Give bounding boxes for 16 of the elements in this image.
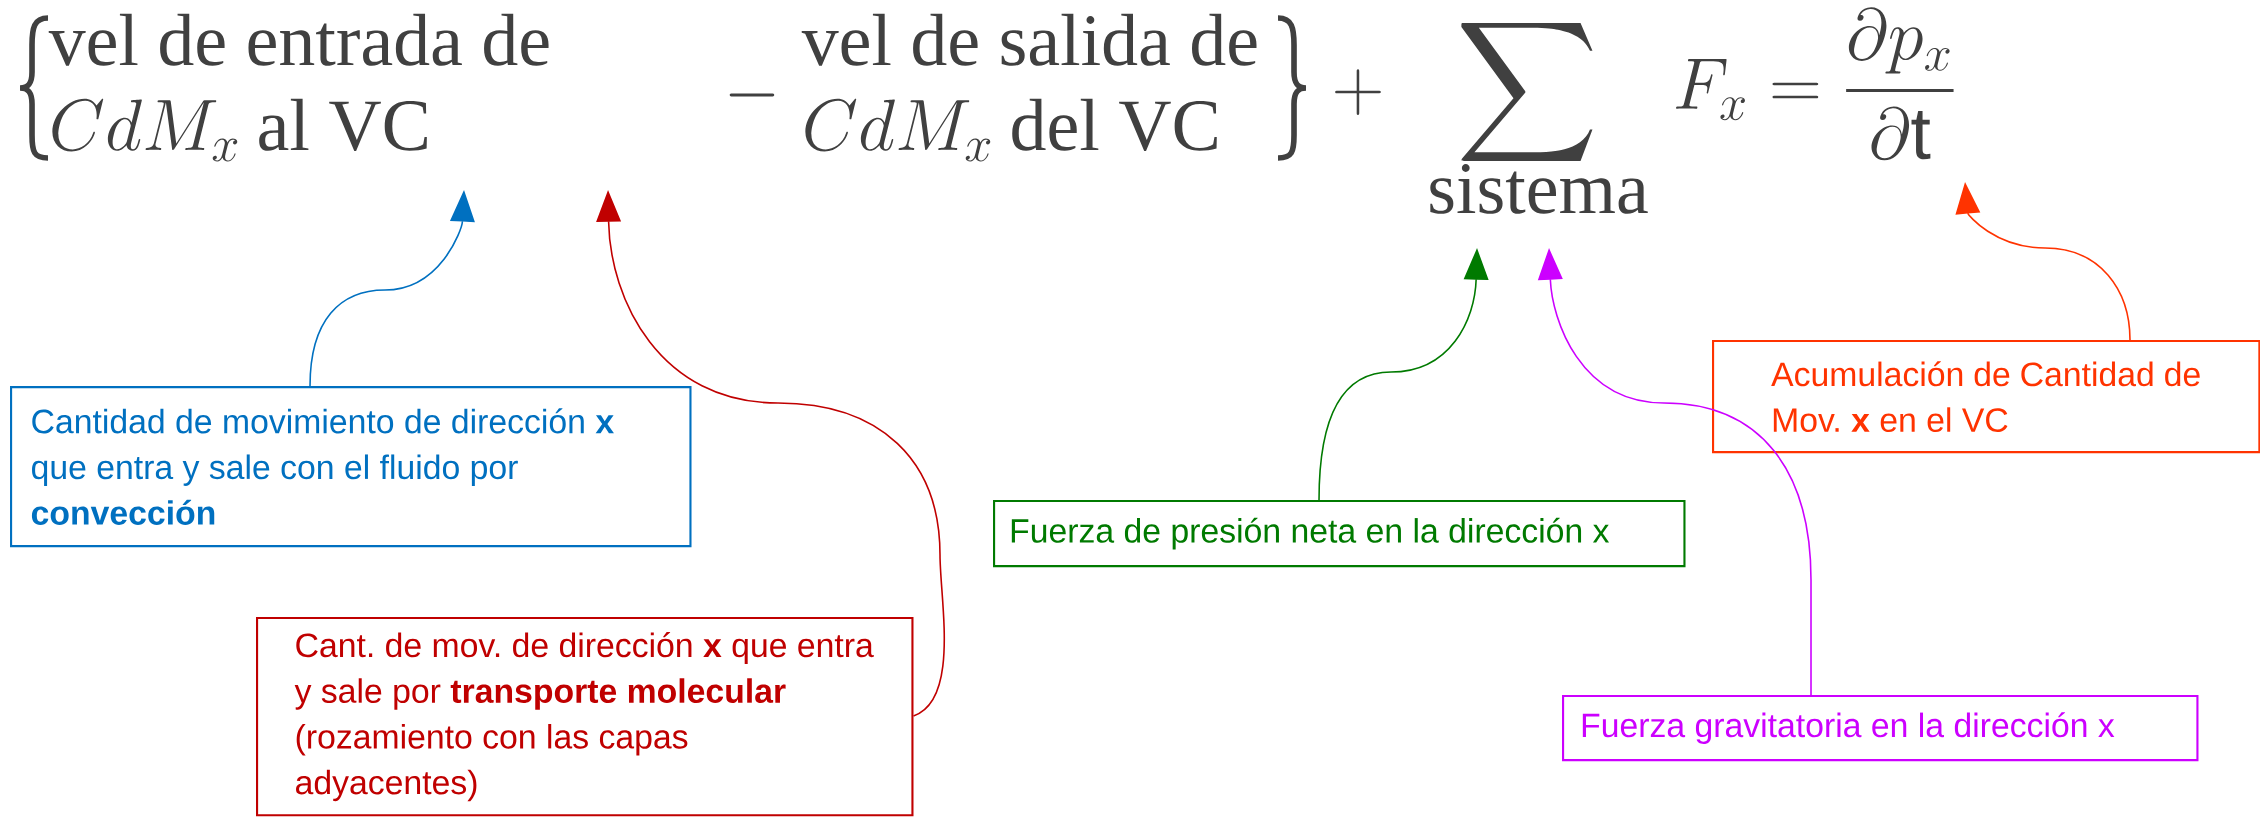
summation-sign: $\sum$ (1461, 23, 1593, 161)
equation-term: $-$ (729, 93, 775, 97)
equation-text: vel de salida de (801, 13, 1257, 66)
callout-box: Cantidad de movimiento de dirección x que entra y sale con el fluido por convección (10, 386, 692, 548)
callout-box: Acumulación de Cantidad de Mov. x en el VC (1712, 340, 2260, 454)
equation-term: $+$ (1335, 69, 1381, 115)
equation-term: $CdM_x$ (805, 98, 991, 162)
callout-box: Fuerza de presión neta en la dirección x (993, 500, 1686, 568)
callout-box: Cant. de mov. de dirección x que entra y sale por transporte molecular (rozamiento con las capas adyacentes) (256, 617, 914, 817)
equation-term: $CdM_x$ (52, 98, 238, 162)
callout-box: Fuerza gravitatoria en la dirección x (1562, 695, 2199, 762)
equation-text: al VC (259, 98, 427, 152)
equation-term: $F_x = \frac{\partial p_x}{\partial \mathrm{t}}$ (1676, 7, 1954, 161)
equation-text: sistema (1430, 164, 1648, 214)
equation-text: del VC (1012, 98, 1217, 152)
equation-text: vel de entrada de (48, 13, 549, 66)
